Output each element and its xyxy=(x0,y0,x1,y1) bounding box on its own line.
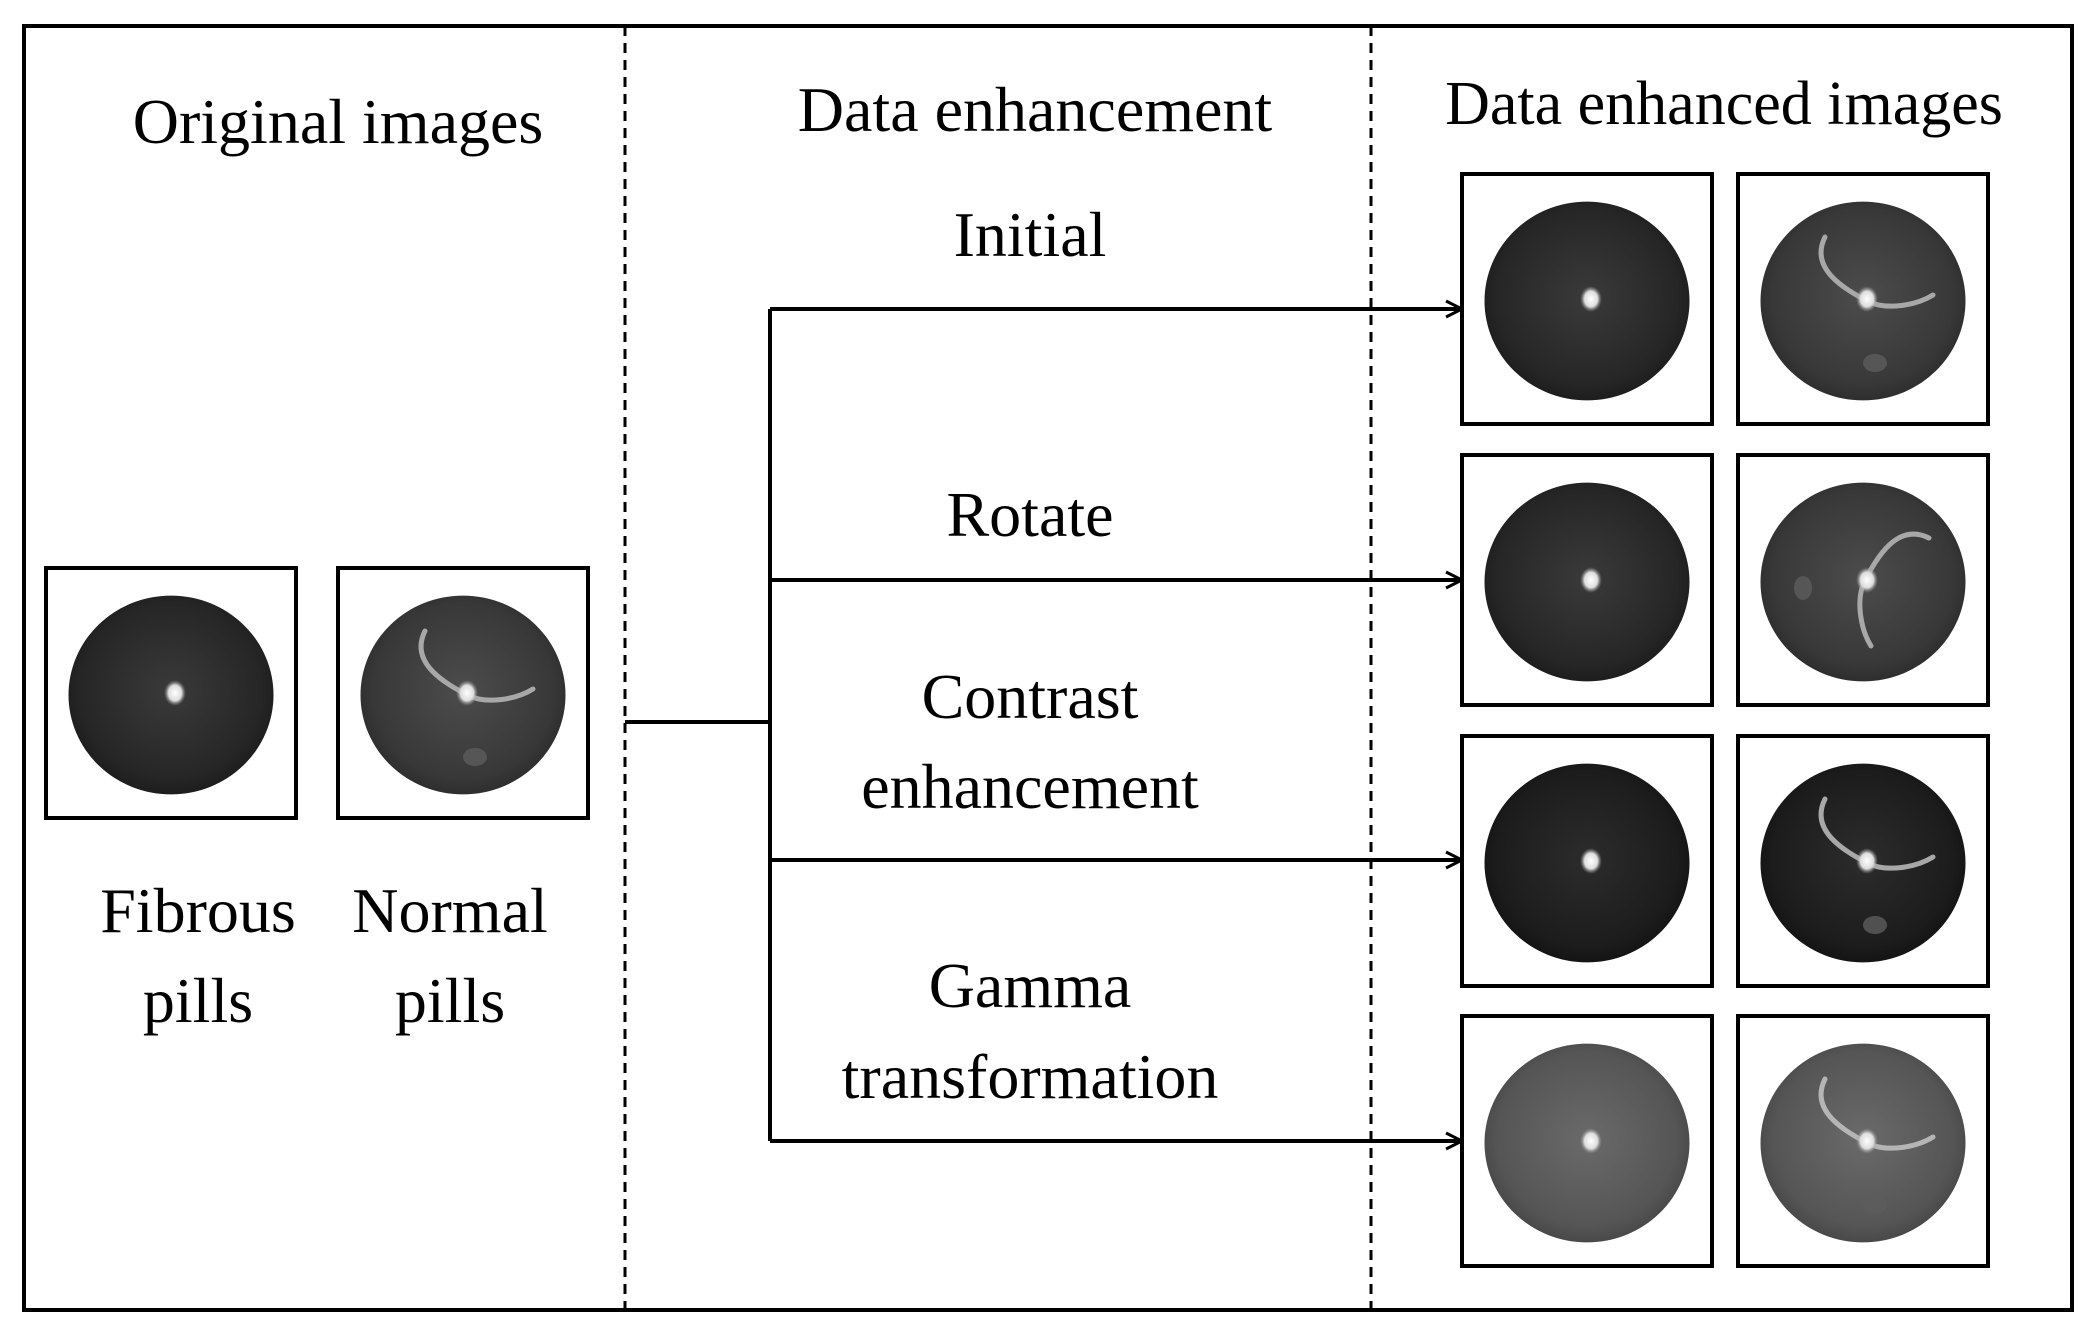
normal-pills-label-line2: pills xyxy=(395,965,505,1036)
pill-blemish xyxy=(1794,576,1812,600)
branch-label-rotate-line1: Rotate xyxy=(946,479,1113,550)
pill-highlight xyxy=(1856,848,1878,874)
original-image-normal xyxy=(336,566,590,820)
pill-blemish xyxy=(1863,916,1887,934)
pill-blemish xyxy=(1863,354,1887,372)
normal-pills-label-line1: Normal xyxy=(352,875,548,946)
pill-highlight xyxy=(1580,567,1602,593)
branch-label-gamma-line2: transformation xyxy=(842,1041,1219,1112)
pill-highlight xyxy=(164,680,186,706)
enhanced-image-initial-fibrous xyxy=(1460,172,1714,426)
branch-label-contrast-line1: Contrast xyxy=(922,661,1139,732)
pill-highlight xyxy=(1856,286,1878,312)
branch-label-gamma-line1: Gamma xyxy=(929,950,1132,1021)
enhanced-image-contrast-normal xyxy=(1736,734,1990,988)
branch-gamma: Gamma transformation xyxy=(770,950,1462,1141)
enhanced-image-rotate-fibrous xyxy=(1460,453,1714,707)
pill-highlight xyxy=(456,680,478,706)
original-image-fibrous xyxy=(44,566,298,820)
section-title-original: Original images xyxy=(133,86,544,157)
fibrous-pills-label-line2: pills xyxy=(143,965,253,1036)
branch-contrast: Contrast enhancement xyxy=(770,661,1462,860)
pill-blemish xyxy=(463,748,487,766)
section-title-enhancement: Data enhancement xyxy=(798,74,1273,145)
pill-highlight xyxy=(1580,1128,1602,1154)
fibrous-pills-label-line1: Fibrous xyxy=(100,875,296,946)
pill-highlight xyxy=(1856,1128,1878,1154)
enhanced-image-initial-normal xyxy=(1736,172,1990,426)
enhanced-image-gamma-normal xyxy=(1736,1014,1990,1268)
enhanced-image-contrast-fibrous xyxy=(1460,734,1714,988)
enhanced-image-gamma-fibrous xyxy=(1460,1014,1714,1268)
branch-label-contrast-line2: enhancement xyxy=(861,751,1199,822)
enhanced-images-grid xyxy=(1460,172,1990,1268)
enhanced-image-rotate-normal xyxy=(1736,453,1990,707)
pill-highlight xyxy=(1580,848,1602,874)
pill-blemish xyxy=(1863,1196,1887,1214)
branch-initial: Initial xyxy=(770,199,1462,309)
outer-frame xyxy=(22,24,2074,1312)
branch-label-initial-line1: Initial xyxy=(954,199,1107,270)
pill-highlight xyxy=(1580,286,1602,312)
branch-rotate: Rotate xyxy=(770,479,1462,580)
section-title-enhanced: Data enhanced images xyxy=(1445,70,2003,138)
pill-highlight xyxy=(1856,567,1878,593)
